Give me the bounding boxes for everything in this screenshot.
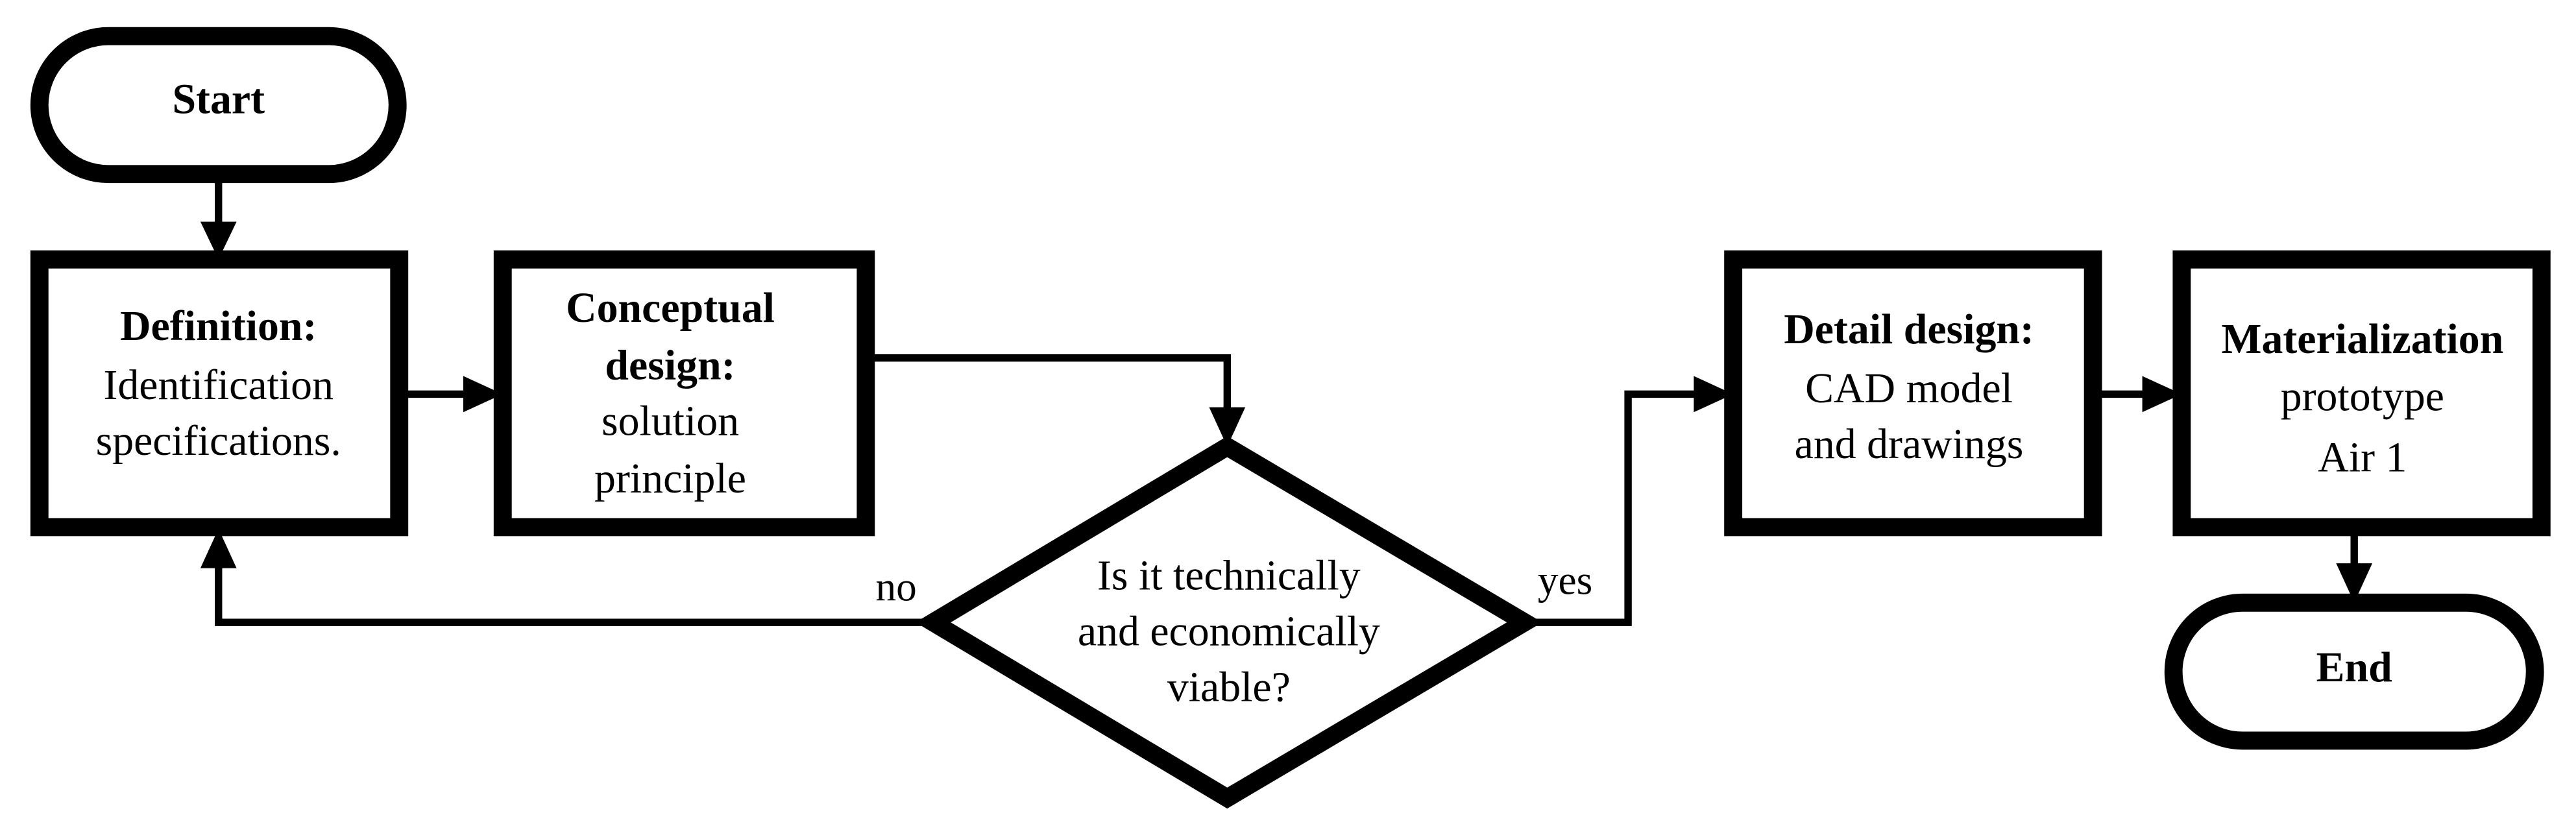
conceptual-title-line-1: Conceptual bbox=[566, 284, 775, 332]
definition-title: Definition: bbox=[120, 302, 317, 350]
conceptual-design-box bbox=[493, 250, 875, 537]
start-terminator bbox=[30, 27, 407, 184]
no-branch-label: no bbox=[875, 565, 916, 610]
arrowhead-definition bbox=[200, 221, 237, 260]
decision-diamond bbox=[915, 436, 1542, 809]
arrowhead-definition-back bbox=[200, 528, 237, 568]
end-label: End bbox=[2316, 644, 2392, 691]
arrowhead-materialization bbox=[2142, 376, 2182, 413]
detail-title: Detail design: bbox=[1784, 306, 2034, 353]
arrowhead-conceptual bbox=[463, 376, 503, 413]
arrowhead-detail bbox=[1694, 376, 1734, 413]
definition-line-1: Identification bbox=[103, 361, 334, 409]
arrowheads bbox=[200, 221, 2373, 603]
conceptual-title-line-2: design: bbox=[605, 342, 735, 389]
conceptual-line-1: solution bbox=[601, 398, 739, 445]
detail-line-1: CAD model bbox=[1805, 365, 2013, 412]
arrowhead-end bbox=[2336, 563, 2373, 603]
detail-line-2: and drawings bbox=[1795, 420, 2024, 468]
materialization-line-1: prototype bbox=[2281, 373, 2444, 420]
arrowhead-decision bbox=[1209, 407, 1246, 447]
yes-branch-label: yes bbox=[1538, 557, 1592, 603]
connector-decision-yes bbox=[1524, 390, 1697, 626]
connector-decision-no bbox=[215, 565, 934, 626]
decision-line-3: viable? bbox=[1167, 664, 1291, 711]
conceptual-line-2: principle bbox=[594, 455, 746, 502]
end-terminator bbox=[2164, 593, 2544, 750]
materialization-box bbox=[2172, 250, 2551, 537]
materialization-line-2: Air 1 bbox=[2318, 433, 2407, 481]
start-label: Start bbox=[172, 76, 265, 123]
detail-design-box bbox=[1724, 250, 2102, 537]
materialization-title: Materialization bbox=[2221, 315, 2503, 363]
connector-conceptual-decision bbox=[866, 354, 1232, 411]
definition-line-2: specifications. bbox=[96, 417, 341, 465]
definition-box bbox=[30, 250, 409, 537]
decision-line-2: and economically bbox=[1078, 608, 1380, 655]
decision-line-1: Is it technically bbox=[1097, 552, 1361, 599]
